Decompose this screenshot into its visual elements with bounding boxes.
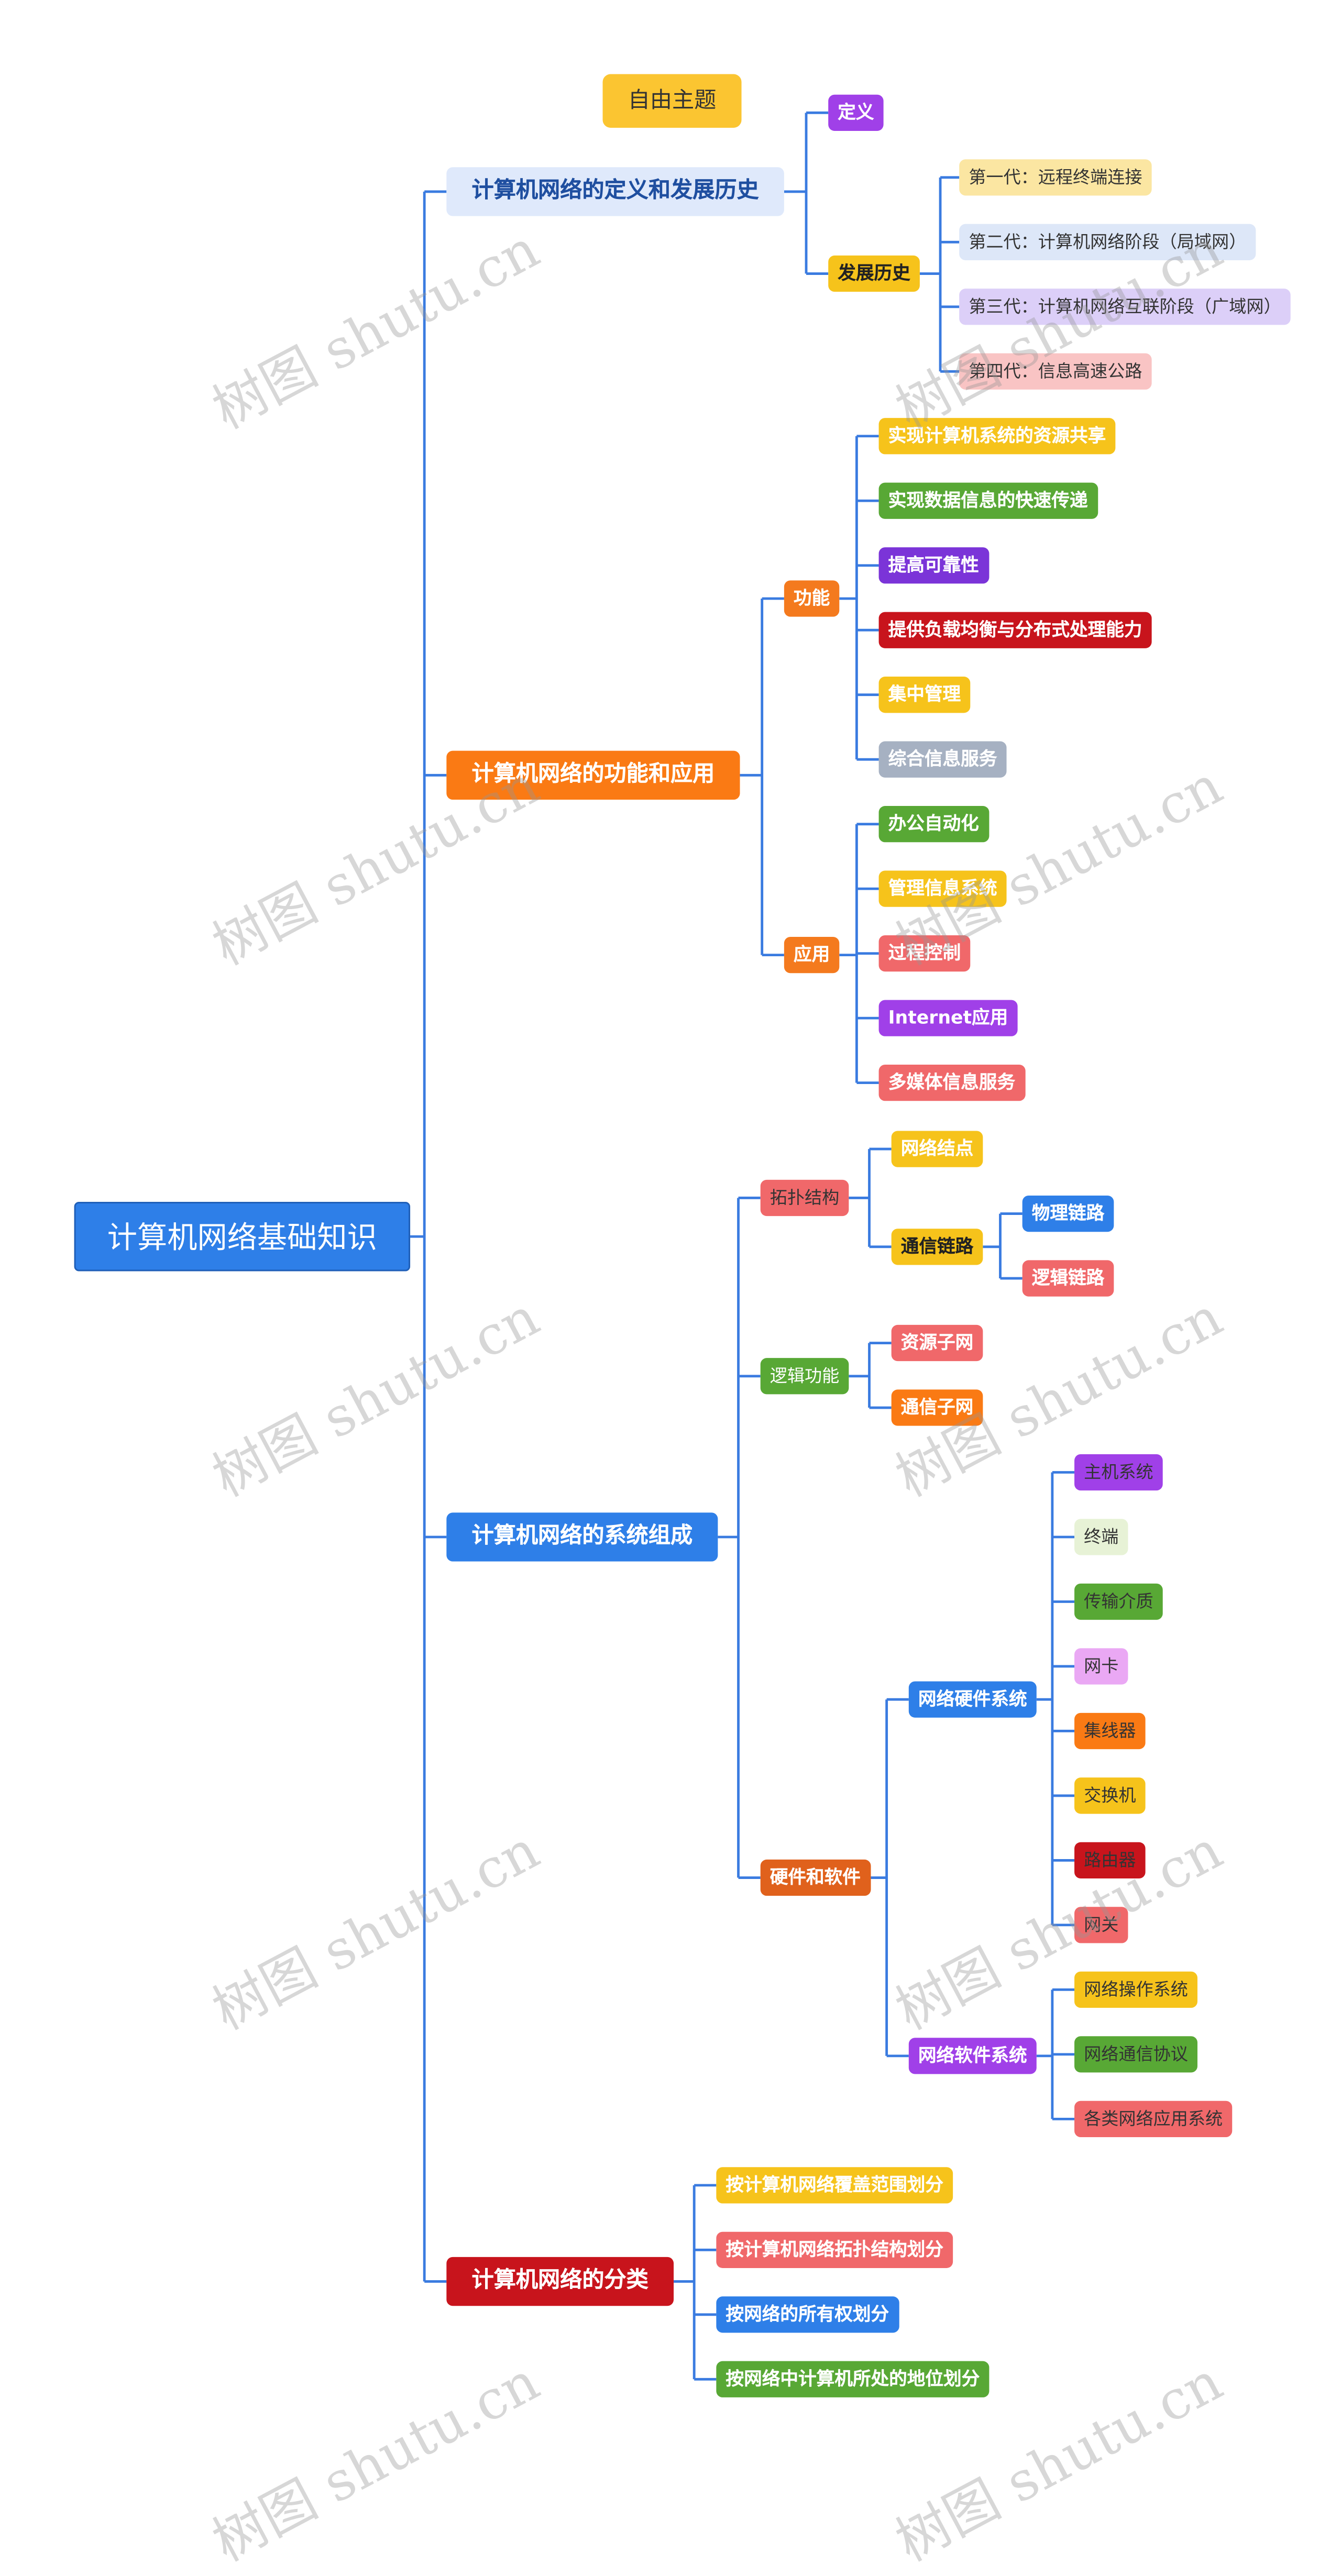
leaf-central-management[interactable]: 集中管理 xyxy=(878,677,971,713)
leaf-by-coverage[interactable]: 按计算机网络覆盖范围划分 xyxy=(716,2167,953,2204)
leaf-logical-link[interactable]: 逻辑链路 xyxy=(1022,1260,1114,1297)
node-function[interactable]: 功能 xyxy=(784,580,840,617)
leaf-gen-4[interactable]: 第四代：信息高速公路 xyxy=(959,353,1152,390)
leaf-load-balancing[interactable]: 提供负载均衡与分布式处理能力 xyxy=(878,612,1152,648)
node-topology[interactable]: 拓扑结构 xyxy=(760,1179,849,1217)
leaf-gen-3[interactable]: 第三代：计算机网络互联阶段（广域网） xyxy=(959,289,1291,325)
leaf-comm-subnet[interactable]: 通信子网 xyxy=(891,1389,983,1426)
leaf-gen-1[interactable]: 第一代：远程终端连接 xyxy=(959,159,1152,196)
leaf-by-role[interactable]: 按网络中计算机所处的地位划分 xyxy=(716,2361,990,2397)
leaf-by-topology[interactable]: 按计算机网络拓扑结构划分 xyxy=(716,2231,953,2268)
leaf-office-automation[interactable]: 办公自动化 xyxy=(878,806,988,843)
leaf-multimedia[interactable]: 多媒体信息服务 xyxy=(878,1064,1025,1101)
leaf-info-service[interactable]: 综合信息服务 xyxy=(878,741,1007,778)
leaf-resource-subnet[interactable]: 资源子网 xyxy=(891,1324,983,1362)
leaf-gateway[interactable]: 网关 xyxy=(1074,1907,1128,1943)
node-development-history[interactable]: 发展历史 xyxy=(828,255,920,292)
leaf-nic[interactable]: 网卡 xyxy=(1074,1648,1128,1685)
leaf-router[interactable]: 路由器 xyxy=(1074,1842,1146,1879)
leaf-network-os[interactable]: 网络操作系统 xyxy=(1074,1971,1197,2008)
leaf-network-protocol[interactable]: 网络通信协议 xyxy=(1074,2036,1197,2073)
leaf-host-system[interactable]: 主机系统 xyxy=(1074,1454,1163,1491)
leaf-network-apps[interactable]: 各类网络应用系统 xyxy=(1074,2100,1233,2137)
leaf-internet-app[interactable]: Internet应用 xyxy=(878,1000,1018,1036)
leaf-resource-sharing[interactable]: 实现计算机系统的资源共享 xyxy=(878,418,1116,455)
branch-function-application[interactable]: 计算机网络的功能和应用 xyxy=(446,750,740,800)
node-hardware-software[interactable]: 硬件和软件 xyxy=(760,1859,871,1896)
branch-classification[interactable]: 计算机网络的分类 xyxy=(446,2257,674,2306)
node-comm-link[interactable]: 通信链路 xyxy=(891,1229,983,1265)
root-node[interactable]: 计算机网络基础知识 xyxy=(74,1201,411,1272)
leaf-network-node[interactable]: 网络结点 xyxy=(891,1131,983,1167)
node-hardware-system[interactable]: 网络硬件系统 xyxy=(908,1681,1037,1718)
leaf-gen-2[interactable]: 第二代：计算机网络阶段（局域网） xyxy=(959,224,1256,260)
leaf-process-control[interactable]: 过程控制 xyxy=(878,935,971,972)
leaf-reliability[interactable]: 提高可靠性 xyxy=(878,547,988,584)
node-software-system[interactable]: 网络软件系统 xyxy=(908,2038,1037,2074)
leaf-transmission-medium[interactable]: 传输介质 xyxy=(1074,1583,1163,1620)
mind-map-canvas: 计算机网络基础知识 自由主题 计算机网络的定义和发展历史 定义 发展历史 第一代… xyxy=(74,74,1291,2574)
node-application[interactable]: 应用 xyxy=(784,937,840,974)
leaf-mis[interactable]: 管理信息系统 xyxy=(878,870,1007,907)
connector-lines xyxy=(410,111,1075,2381)
leaf-physical-link[interactable]: 物理链路 xyxy=(1022,1195,1114,1232)
branch-system-composition[interactable]: 计算机网络的系统组成 xyxy=(446,1512,718,1562)
leaf-hub[interactable]: 集线器 xyxy=(1074,1712,1146,1750)
free-topic-node[interactable]: 自由主题 xyxy=(602,74,742,128)
node-logical-function[interactable]: 逻辑功能 xyxy=(760,1358,849,1395)
leaf-terminal[interactable]: 终端 xyxy=(1074,1519,1128,1555)
leaf-fast-transfer[interactable]: 实现数据信息的快速传递 xyxy=(878,482,1097,519)
leaf-switch[interactable]: 交换机 xyxy=(1074,1777,1146,1814)
leaf-by-ownership[interactable]: 按网络的所有权划分 xyxy=(716,2296,899,2333)
branch-definition-history[interactable]: 计算机网络的定义和发展历史 xyxy=(446,167,784,216)
node-definition[interactable]: 定义 xyxy=(828,94,884,131)
